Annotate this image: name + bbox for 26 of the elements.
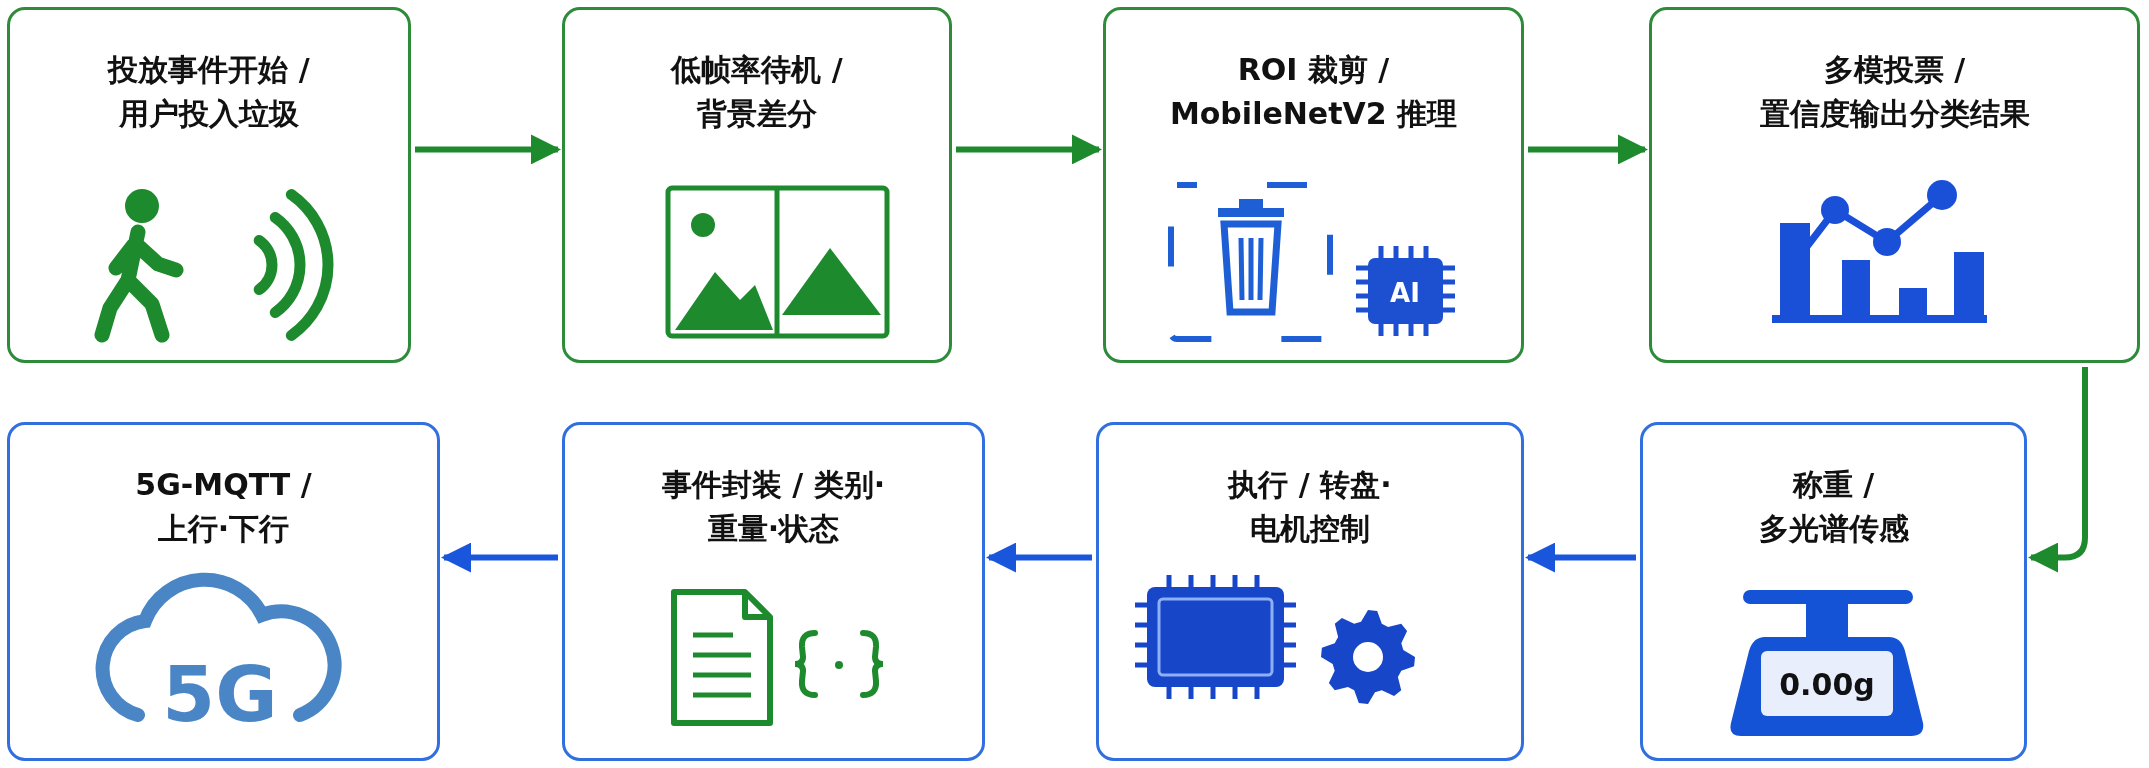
step-title: ROI 裁剪 / MobileNetV2 推理	[1168, 51, 1459, 133]
arrow	[1525, 542, 1636, 573]
step-title: 称重 / 多光谱传感	[1757, 466, 1910, 548]
step-box	[7, 7, 411, 363]
arrow	[415, 134, 561, 165]
step-box	[1649, 7, 2140, 363]
step-title: 5G-MQTT / 上行·下行	[134, 466, 313, 548]
step-box	[1640, 422, 2027, 761]
step-title: 事件封装 / 类别·重量·状态	[660, 466, 887, 548]
step-box	[562, 422, 985, 761]
step-box	[1096, 422, 1524, 761]
chip-label: AI	[1390, 278, 1420, 308]
step-box	[562, 7, 952, 363]
arrow	[441, 542, 558, 573]
network-label: 5G	[162, 650, 278, 739]
step-box	[1103, 7, 1524, 363]
step-title: 执行 / 转盘·电机控制	[1226, 466, 1393, 548]
arrow	[956, 134, 1102, 165]
arrow	[2028, 367, 2088, 573]
step-title: 低帧率待机 / 背景差分	[669, 51, 844, 133]
step-title: 投放事件开始 / 用户投入垃圾	[106, 51, 311, 133]
display-reading: 0.00g	[1779, 667, 1875, 702]
step-title: 多模投票 / 置信度输出分类结果	[1758, 51, 2031, 133]
step-box	[7, 422, 440, 761]
arrow	[986, 542, 1092, 573]
arrow	[1528, 134, 1648, 165]
